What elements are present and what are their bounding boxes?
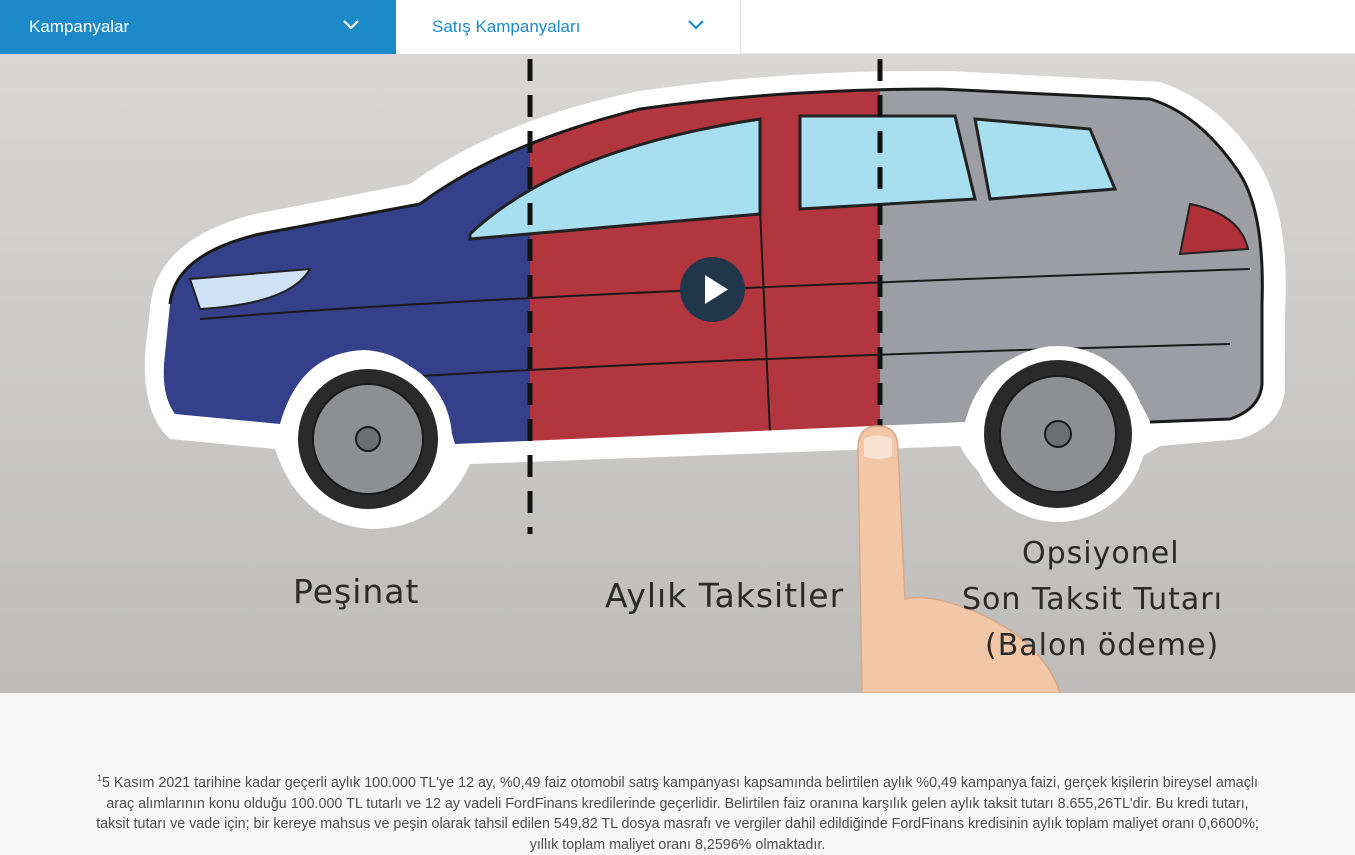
chevron-down-icon (343, 20, 359, 30)
label-optional-line1: Opsiyonel (1022, 536, 1180, 571)
play-button[interactable] (680, 257, 745, 322)
campaign-footnote: 15 Kasım 2021 tarihine kadar geçerli ayl… (90, 768, 1265, 855)
chevron-down-icon (688, 20, 704, 30)
label-optional-line2: Son Taksit Tutarı (962, 582, 1223, 617)
play-icon (705, 275, 728, 304)
video-thumbnail-car-illustration (0, 54, 1355, 693)
footnote-marker: 1 (96, 773, 102, 783)
sales-campaigns-dropdown[interactable]: Satış Kampanyaları (396, 0, 741, 54)
footnote-text: 5 Kasım 2021 tarihine kadar geçerli aylı… (96, 775, 1259, 853)
label-optional-line3: (Balon ödeme) (985, 628, 1220, 663)
sales-campaigns-dropdown-label: Satış Kampanyaları (432, 17, 581, 36)
campaign-nav-bar: Kampanyalar Satış Kampanyaları (0, 0, 1355, 54)
campaigns-dropdown[interactable]: Kampanyalar (0, 0, 396, 54)
video-player[interactable]: Peşinat Aylık Taksitler Opsiyonel Son Ta… (0, 54, 1355, 693)
label-monthly-installments: Aylık Taksitler (605, 576, 845, 615)
label-down-payment: Peşinat (293, 572, 420, 611)
campaigns-dropdown-label: Kampanyalar (29, 17, 130, 36)
